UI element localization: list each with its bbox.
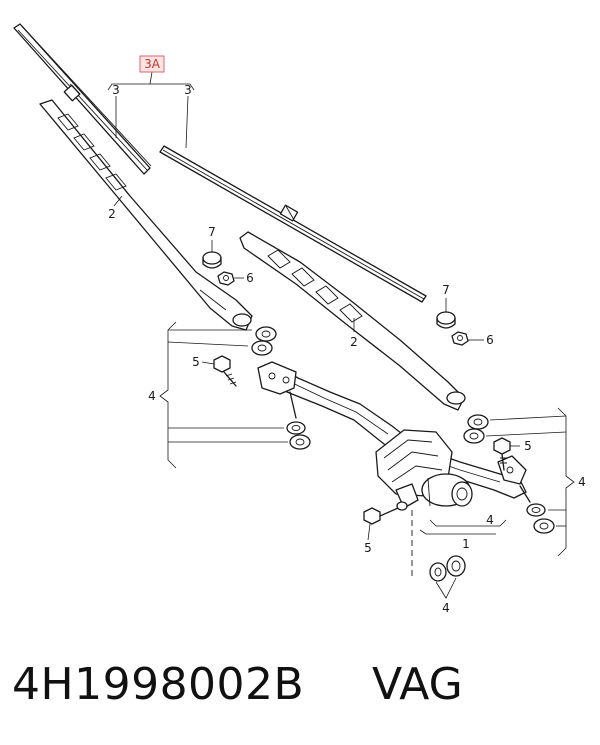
wiper-arm-left <box>39 99 253 331</box>
bolt-right <box>493 437 511 471</box>
wiper-linkage-frame <box>257 361 531 503</box>
callout-cap-left: 7 <box>208 225 216 239</box>
pivot-bushings-right <box>463 414 555 534</box>
leader-bolt-left <box>201 361 215 365</box>
callout-arm-right: 2 <box>350 335 358 349</box>
callout-bolt-motor: 5 <box>364 541 372 555</box>
callout-bushings-motor: 4 <box>486 513 494 527</box>
bracket-bushings-left <box>159 321 288 469</box>
callout-bushings-left: 4 <box>148 389 156 403</box>
pivot-bushings-left <box>251 326 311 450</box>
hex-nut-right <box>451 331 469 346</box>
pivot-cap-right <box>436 311 456 329</box>
wiper-arm-right <box>239 231 466 411</box>
callout-blade-right: 3 <box>184 83 192 97</box>
callout-bolt-right: 5 <box>524 439 532 453</box>
leader-bolt-motor <box>367 523 371 541</box>
part-number: 4H1998002B <box>12 659 305 710</box>
callout-nut-left: 6 <box>246 271 254 285</box>
footer: 4H1998002B VAG <box>0 655 600 715</box>
callout-wiper-motor: 1 <box>462 537 470 551</box>
bolt-motor <box>363 501 408 525</box>
callout-arm-left: 2 <box>108 207 116 221</box>
bracket-motor <box>419 519 507 535</box>
callout-bolt-left: 5 <box>192 355 200 369</box>
pivot-cap-left <box>202 251 222 269</box>
brand-name: VAG <box>372 659 463 710</box>
callout-blade-set: 3A <box>144 57 161 71</box>
motor-bushings <box>429 555 466 582</box>
callout-cap-right: 7 <box>442 283 450 297</box>
callout-bushings-bottom: 4 <box>442 601 450 615</box>
callout-blade-left: 3 <box>112 83 120 97</box>
bracket-blade-set <box>107 71 195 149</box>
callout-nut-right: 6 <box>486 333 494 347</box>
callout-bushings-right: 4 <box>578 475 586 489</box>
bolt-left <box>213 355 237 387</box>
wiper-blade-right <box>159 145 427 303</box>
hex-nut-left <box>217 271 235 286</box>
bracket-bushings-right <box>485 407 575 557</box>
bracket-bushings-bottom <box>435 577 457 599</box>
callout-box-blade-set <box>139 55 165 73</box>
leader-arm-left <box>113 195 123 207</box>
